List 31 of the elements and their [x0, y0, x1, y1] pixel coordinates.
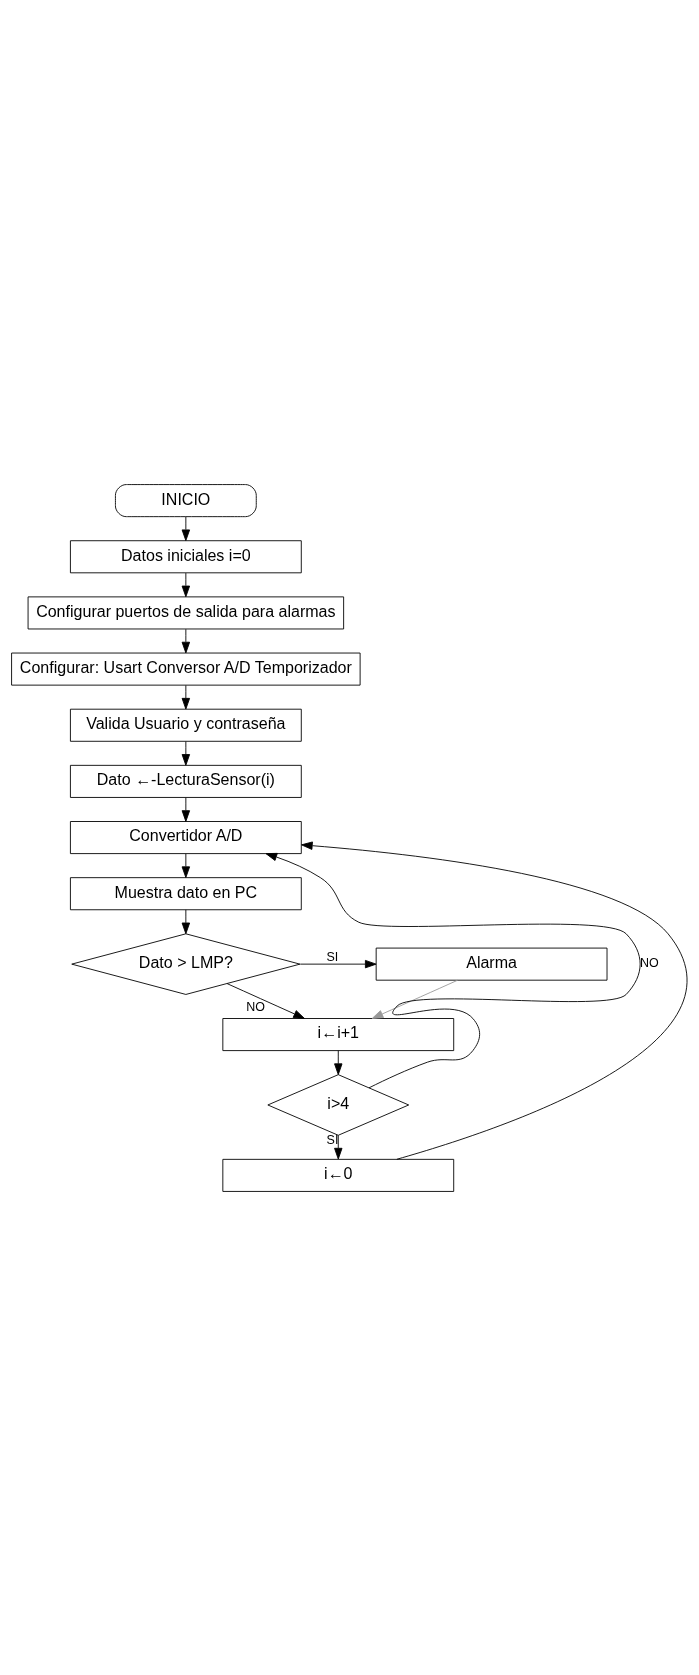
arrow: [226, 982, 305, 1019]
node-box: Valida Usuario y contraseña: [69, 708, 302, 742]
node-box: Configurar: Usart Conversor A/D Temporizador: [11, 652, 361, 686]
node-box: Alarma: [375, 947, 608, 981]
arrow: [181, 796, 191, 822]
node-diamond: i>4: [267, 1073, 410, 1136]
arrow: [301, 841, 688, 1160]
arrow: [181, 852, 191, 878]
arrow: [181, 740, 191, 766]
arrow: [299, 959, 377, 968]
node-box: Configurar puertos de salida para alarmas: [27, 595, 345, 629]
node-box: i←0: [222, 1158, 455, 1192]
node-box: Dato ←-LecturaSensor(i): [69, 764, 302, 798]
arrow: [181, 572, 191, 597]
arrow: [181, 516, 191, 541]
node-box: i←i+1: [222, 1017, 455, 1051]
node-box: Muestra dato en PC: [69, 876, 302, 910]
node-box: Datos iniciales i=0: [69, 539, 302, 573]
arrow: [334, 1049, 343, 1075]
arrow: [181, 684, 191, 709]
node-box: INICIO: [115, 483, 257, 517]
arrow: [181, 908, 191, 934]
edge-label: NO: [246, 999, 266, 1014]
arrow: [265, 852, 641, 1088]
node-box: Convertidor A/D: [69, 820, 302, 854]
node-diamond: Dato > LMP?: [71, 932, 301, 995]
arrow: [371, 979, 458, 1019]
edge-label: NO: [640, 955, 659, 970]
arrow: [334, 1134, 343, 1159]
arrow: [181, 628, 191, 653]
edge-label: SI: [326, 949, 339, 964]
